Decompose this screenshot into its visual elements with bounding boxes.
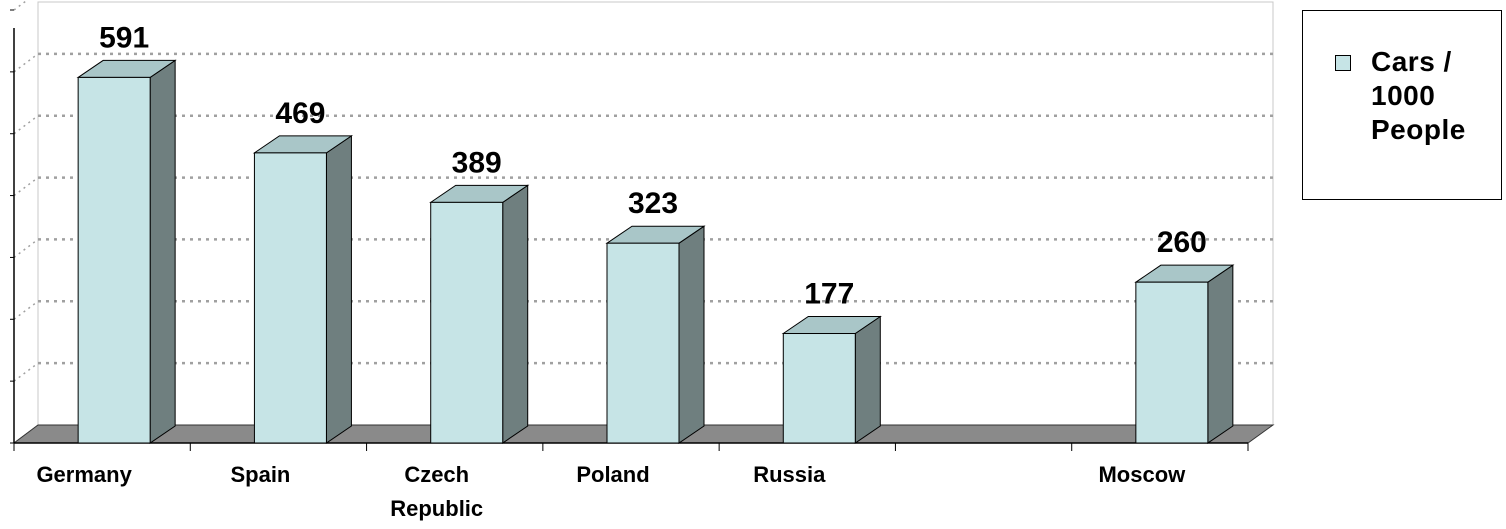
x-tick-label: Republic (390, 496, 483, 521)
bar (430, 201, 504, 444)
legend-swatch (1335, 55, 1351, 71)
bar (606, 242, 680, 444)
data-label: 177 (804, 278, 854, 311)
gridline-side (13, 238, 39, 259)
bar-side (502, 184, 529, 444)
x-tick-label: Moscow (1098, 462, 1186, 487)
bar-side (149, 59, 176, 444)
x-tick-label: Poland (576, 462, 649, 487)
bar-side (678, 225, 705, 444)
data-label: 389 (452, 146, 502, 179)
bar-side (325, 134, 352, 444)
gridline-side (13, 115, 39, 135)
legend-label: Cars / 1000 People (1371, 46, 1466, 145)
gridline-side (13, 176, 39, 197)
legend: Cars / 1000 People (1302, 10, 1502, 200)
bar-side (854, 315, 881, 444)
bar-side (1207, 264, 1234, 444)
data-label: 591 (99, 21, 149, 54)
x-tick-label: Spain (230, 462, 290, 487)
data-label: 260 (1157, 226, 1207, 259)
bar (1135, 281, 1209, 444)
x-tick-label: Russia (753, 462, 826, 487)
bar (253, 152, 327, 444)
gridline-side (13, 53, 39, 73)
x-tick-label: Germany (36, 462, 132, 487)
bar (782, 333, 856, 444)
gridline-side (13, 362, 39, 382)
x-tick-label: Czech (404, 462, 469, 487)
data-label: 469 (275, 97, 325, 130)
bar (77, 76, 151, 444)
gridline-side (13, 300, 39, 320)
data-label: 323 (628, 187, 678, 220)
gridline-side (13, 0, 29, 11)
